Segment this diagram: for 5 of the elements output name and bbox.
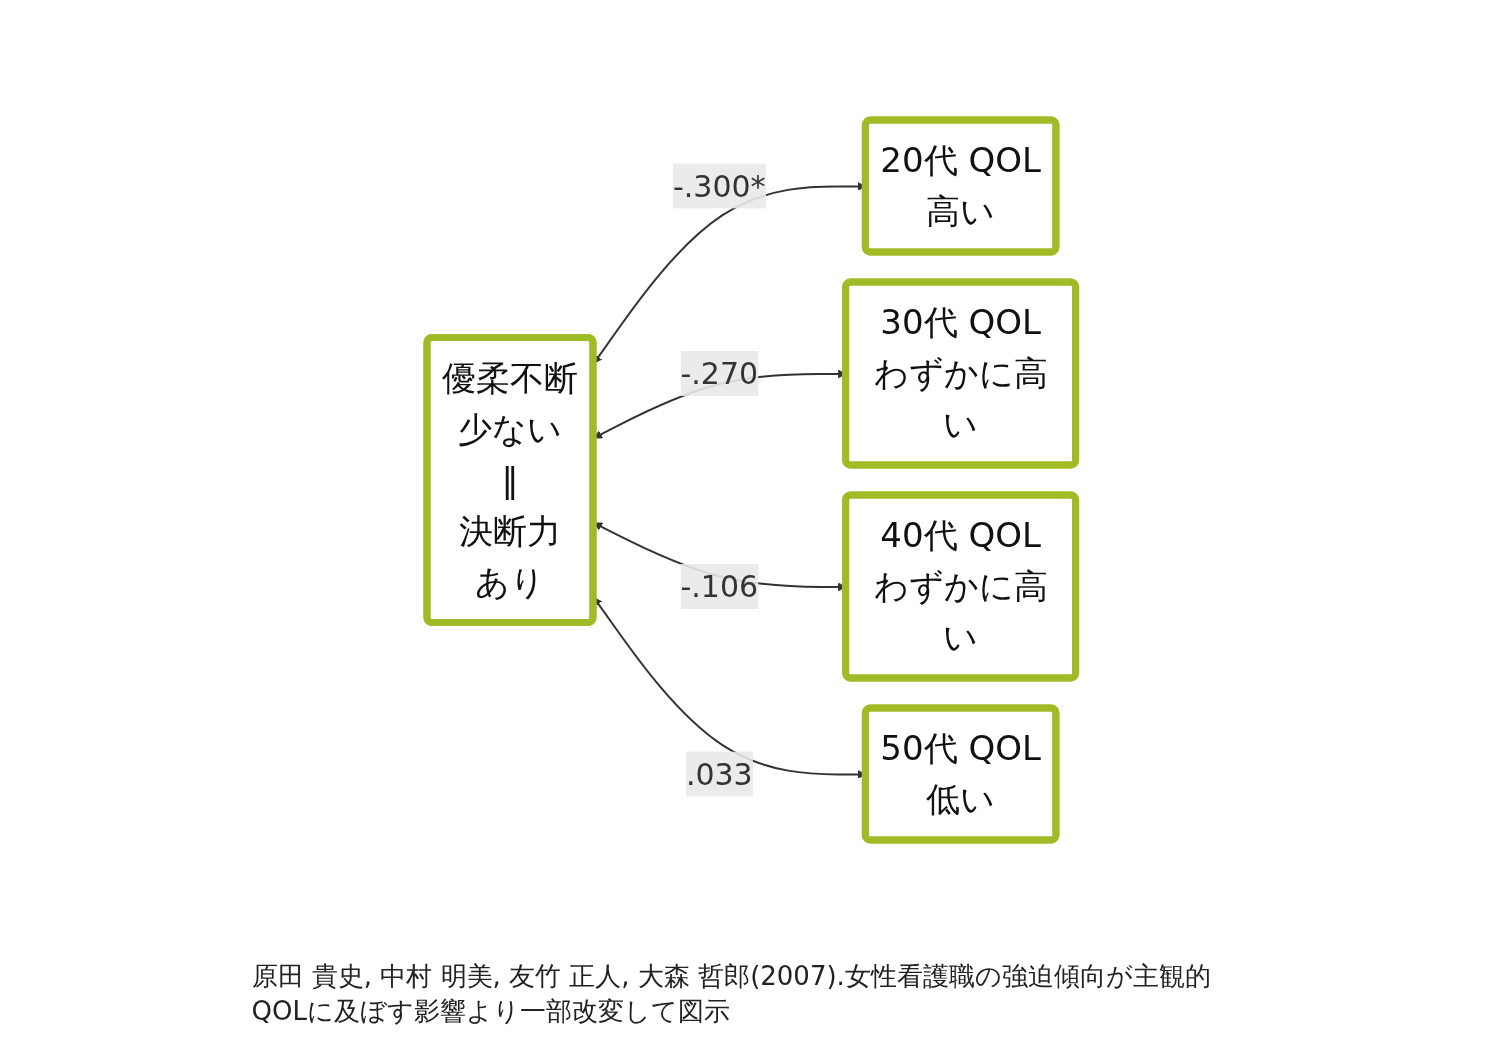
edge-label: -.270 [680, 355, 759, 391]
edge-label: -.300* [673, 168, 766, 203]
edge-label: -.106 [680, 568, 759, 604]
caption: 原田 貴史, 中村 明美, 友竹 正人, 大森 哲郎(2007).女性看護職の強迫傾向が主観的QOLに及ぼす影響より一部改変して図示 [251, 960, 1212, 1028]
edge-label: .033 [686, 756, 753, 791]
